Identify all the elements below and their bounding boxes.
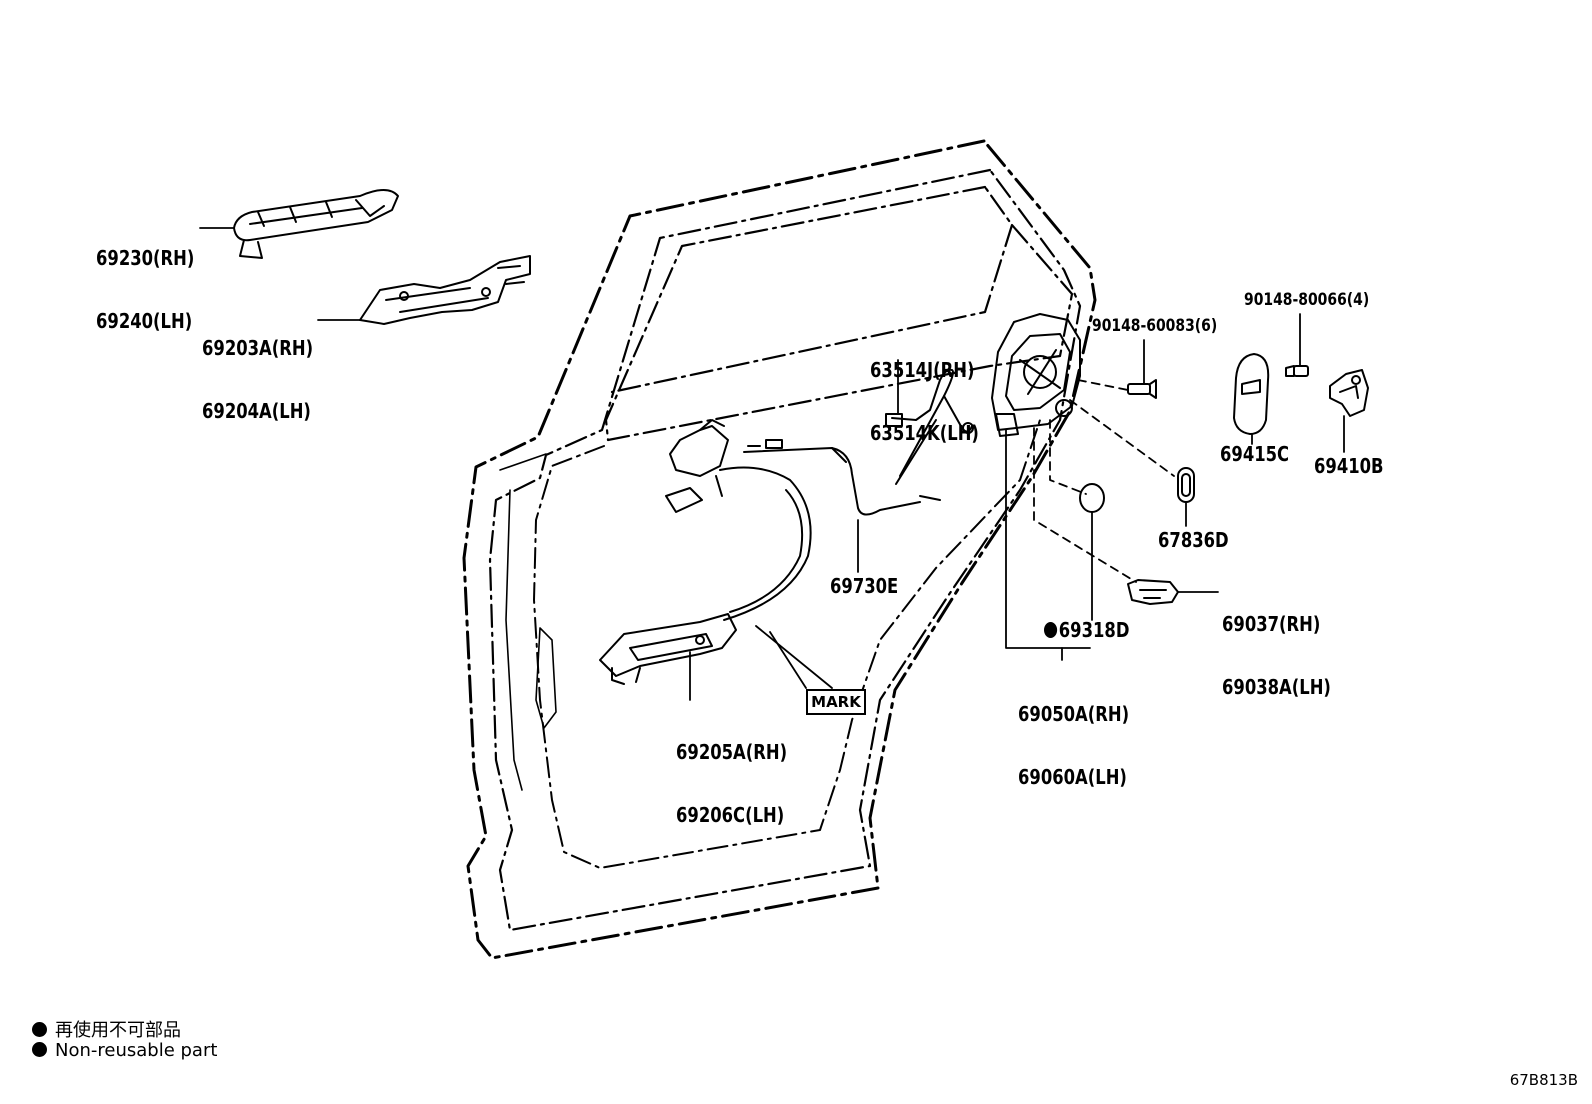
mark-leaders xyxy=(755,625,833,689)
label-grommet: 67836D xyxy=(1158,528,1229,552)
label-rod-guide: 69037(RH) 69038A(LH) xyxy=(1222,572,1331,719)
cover-shape xyxy=(1233,353,1270,435)
seal-shape xyxy=(1079,483,1105,513)
screw-a-shape xyxy=(1127,379,1157,399)
label-lock-assembly-rh: 69050A(RH) xyxy=(1018,702,1130,726)
outer-handle-shape xyxy=(233,189,399,259)
label-wire-harness: 63514J(RH) 63514K(LH) xyxy=(870,318,979,465)
legend-jp: 再使用不可部品 xyxy=(32,1016,181,1042)
label-wire-harness-rh: 63514J(RH) xyxy=(870,358,975,382)
label-rod-guide-lh: 69038A(LH) xyxy=(1222,675,1331,699)
label-striker: 69410B xyxy=(1314,454,1384,478)
screw-b-shape xyxy=(1285,365,1309,377)
door-inner-frame xyxy=(488,168,1082,932)
label-lock-assembly-lh: 69060A(LH) xyxy=(1018,765,1127,789)
label-outer-frame-lh: 69204A(LH) xyxy=(202,399,311,423)
label-seal: 69318D xyxy=(1044,620,1129,641)
figure-id: 67B813B xyxy=(1509,1071,1578,1089)
outer-handle-frame-shape xyxy=(359,255,531,325)
legend-en-text: Non-reusable part xyxy=(55,1040,218,1061)
label-cover: 69415C xyxy=(1220,442,1290,466)
door-edge-lines xyxy=(499,453,557,791)
label-outer-handle-rh: 69230(RH) xyxy=(96,246,195,270)
label-inner-handle: 69205A(RH) 69206C(LH) xyxy=(676,700,787,847)
label-outer-handle-frame: 69203A(RH) 69204A(LH) xyxy=(202,296,313,443)
legend-dot-icon xyxy=(32,1042,47,1057)
mark-label-box: MARK xyxy=(806,689,866,715)
label-screw-a: 90148-60083(6) xyxy=(1092,316,1218,336)
label-outer-handle: 69230(RH) 69240(LH) xyxy=(96,206,194,353)
cable-assembly xyxy=(665,419,941,621)
legend-dot-icon xyxy=(32,1022,47,1037)
label-rod-guide-rh: 69037(RH) xyxy=(1222,612,1321,636)
door-outline xyxy=(462,139,1097,960)
label-inner-handle-rh: 69205A(RH) xyxy=(676,740,788,764)
lock-dashed-leaders xyxy=(1033,379,1175,583)
label-wire-harness-lh: 63514K(LH) xyxy=(870,421,979,445)
label-cable: 69730E xyxy=(830,574,899,598)
leader-lock-assembly xyxy=(1005,429,1091,661)
rod-guide-shape xyxy=(1127,579,1179,605)
label-outer-frame-rh: 69203A(RH) xyxy=(202,336,314,360)
legend-jp-text: 再使用不可部品 xyxy=(55,1020,181,1041)
non-reusable-bullet-icon xyxy=(1044,622,1058,638)
label-screw-b: 90148-80066(4) xyxy=(1244,290,1370,310)
wire-harness-shape xyxy=(885,368,974,485)
grommet-shape xyxy=(1177,467,1195,503)
striker-shape xyxy=(1329,369,1369,417)
label-lock-assembly: 69050A(RH) 69060A(LH) xyxy=(1018,662,1129,809)
window-frame xyxy=(604,185,1074,442)
legend-en: Non-reusable part xyxy=(32,1040,217,1061)
label-inner-handle-lh: 69206C(LH) xyxy=(676,803,785,827)
inner-handle-shape xyxy=(599,613,737,685)
lock-assembly-shape xyxy=(991,313,1081,437)
label-outer-handle-lh: 69240(LH) xyxy=(96,309,193,333)
label-seal-text: 69318D xyxy=(1058,618,1130,642)
